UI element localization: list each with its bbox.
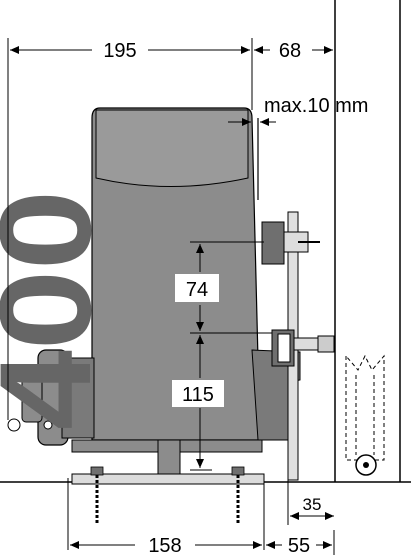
dim-115-label: 115 bbox=[182, 384, 214, 406]
extension-lines bbox=[7, 38, 335, 555]
dim-115: 115 bbox=[172, 335, 224, 468]
dim-158: 158 bbox=[70, 535, 262, 555]
dim-55: 55 bbox=[266, 535, 332, 555]
dim-158-label: 158 bbox=[148, 535, 181, 555]
foundation bbox=[71, 466, 265, 525]
dim-max-gap-label: max.10 mm bbox=[264, 95, 368, 117]
dim-55-label: 55 bbox=[288, 535, 310, 555]
dim-195: 195 bbox=[10, 40, 250, 62]
dim-68-label: 68 bbox=[279, 40, 301, 62]
dim-max-gap: max.10 mm bbox=[228, 95, 368, 200]
dim-74-label: 74 bbox=[186, 279, 208, 301]
dim-35: 35 bbox=[290, 495, 334, 520]
rack-assembly bbox=[271, 329, 335, 367]
dim-74: 74 bbox=[175, 244, 219, 331]
dim-68: 68 bbox=[254, 40, 333, 62]
upper-bolt bbox=[261, 221, 320, 265]
dim-195-label: 195 bbox=[103, 40, 136, 62]
gate-post bbox=[334, 0, 401, 482]
gate-rail bbox=[345, 354, 385, 476]
model-label: 400 bbox=[0, 190, 118, 430]
dim-35-label: 35 bbox=[303, 495, 322, 514]
